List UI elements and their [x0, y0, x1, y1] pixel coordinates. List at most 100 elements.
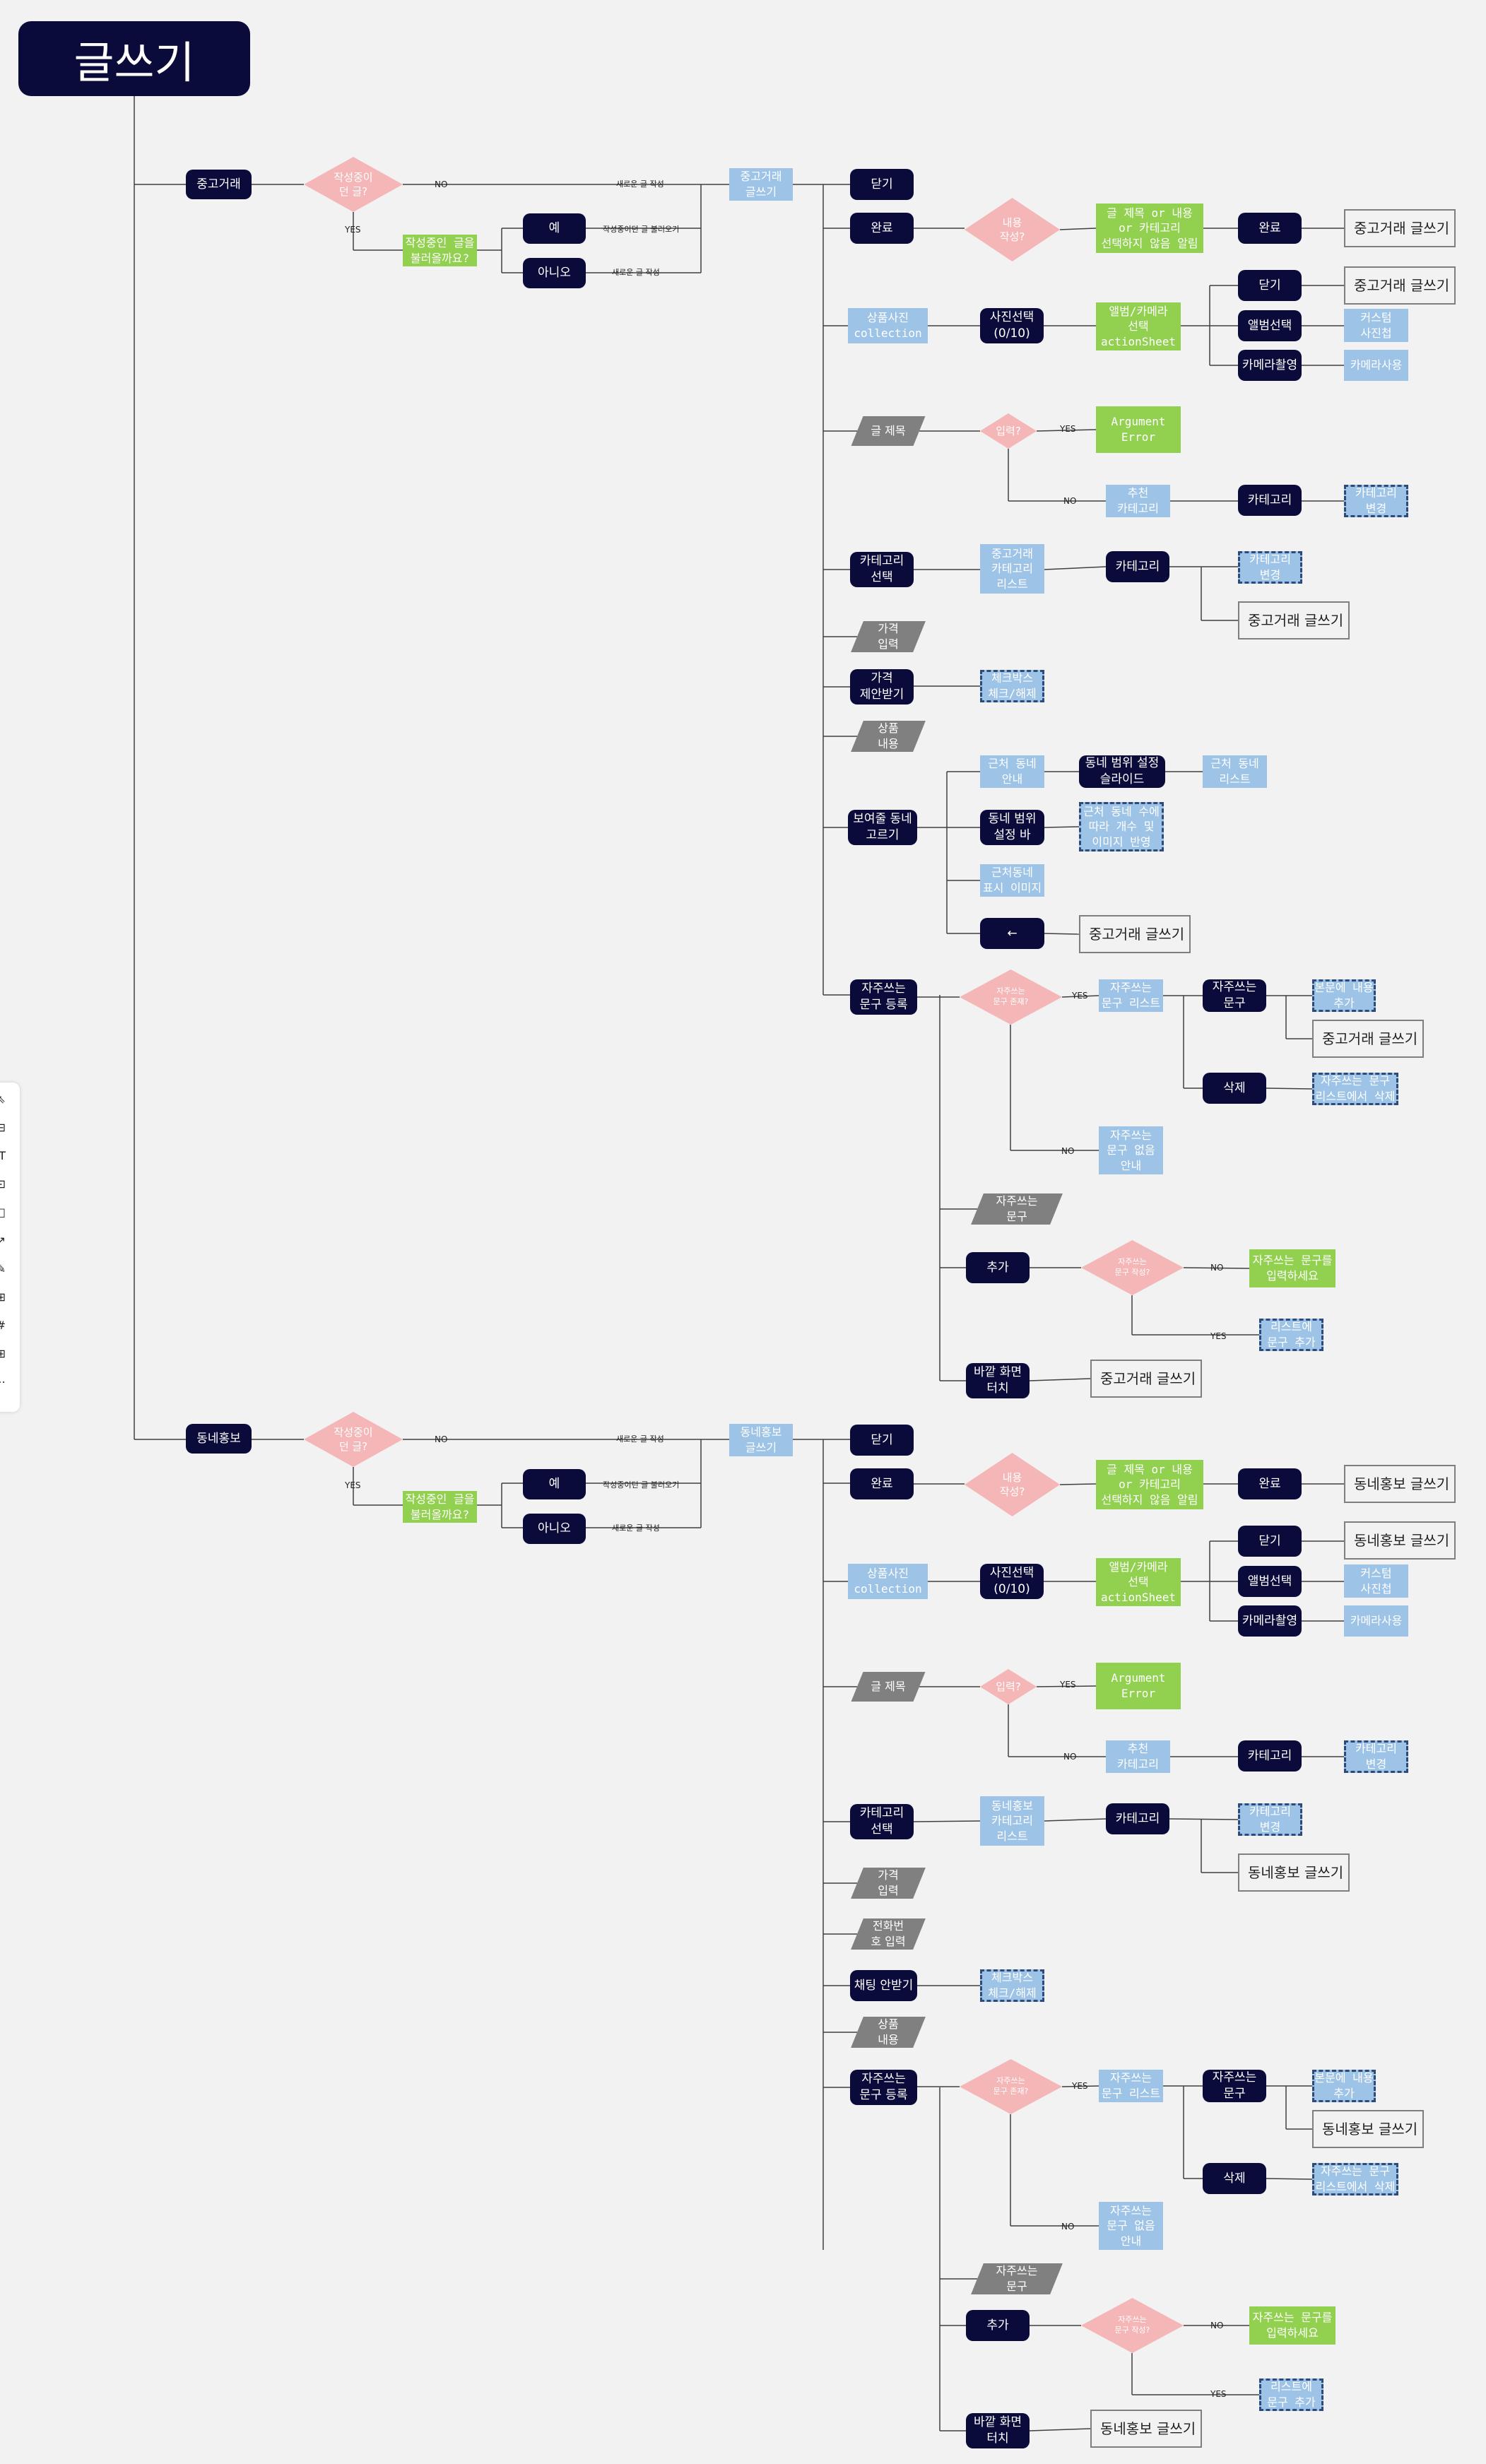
node-label: 추천 카테고리: [1117, 486, 1159, 515]
node-a-chk: 체크박스 체크/해제: [980, 670, 1044, 702]
node-label: 중고거래 글쓰기: [1322, 1030, 1418, 1047]
node-a-root: 중고거래: [186, 170, 252, 199]
node-label: 닫기: [1258, 278, 1281, 293]
edge-label: 새로운 글 작성: [612, 1523, 660, 1533]
node-label: 본문에 내용 추가: [1314, 981, 1374, 1010]
node-label: 카메라촬영: [1242, 358, 1298, 372]
diamond-shape: [1081, 2298, 1184, 2353]
node-label: 앨범선택: [1247, 318, 1292, 333]
node-label: 작성중이 던 글?: [334, 170, 373, 198]
connector-line: [1036, 429, 1097, 432]
node-label: 전화번 호 입력: [871, 1919, 906, 1948]
connector-line: [1061, 995, 1099, 998]
node-a-q4: 자주쓰는 문구 존재?: [960, 969, 1062, 1025]
node-a-q3: 입력?: [980, 413, 1037, 449]
node-b-favitem: 자주쓰는 문구: [1203, 2070, 1266, 2102]
rectangle-icon[interactable]: □: [0, 1206, 6, 1219]
node-a-catchg2: 카테고리 변경: [1238, 551, 1302, 584]
node-a-yes: 예: [523, 213, 586, 244]
edge-label: NO: [1061, 1146, 1075, 1156]
node-label: Argument Error: [1111, 415, 1166, 444]
node-label: 자주쓰는 문구: [1212, 980, 1257, 1010]
node-label: 자주쓰는 문구: [1212, 2070, 1257, 2101]
edge-label: NO: [435, 1434, 448, 1444]
node-a-nofav: 자주쓰는 문구 없음 안내: [1099, 1126, 1163, 1174]
node-label: 글 제목: [871, 1680, 906, 1694]
node-a-rec: 추천 카테고리: [1106, 485, 1170, 517]
connector-line: [1044, 1818, 1107, 1822]
node-label: 카테고리 변경: [1355, 1742, 1397, 1771]
node-b-err: Argument Error: [1096, 1663, 1181, 1709]
node-label: 자주쓰는 문구 존재?: [993, 2076, 1029, 2096]
node-label: 아니오: [538, 1521, 571, 1536]
node-a-end3: 중고거래 글쓰기: [1238, 601, 1350, 639]
node-label: 자주쓰는 문구 존재?: [993, 986, 1029, 1006]
template-icon[interactable]: ⊞: [0, 1347, 6, 1360]
connector-line: [1036, 1685, 1097, 1687]
node-label: 완료: [871, 1476, 893, 1491]
node-label: 동네홍보 글쓰기: [1322, 2120, 1418, 2138]
node-a-end6: 중고거래 글쓰기: [1090, 1360, 1202, 1398]
node-b-camuse: 카메라사용: [1344, 1605, 1408, 1637]
pointer-icon[interactable]: ⇖: [0, 1092, 6, 1106]
node-label: Argument Error: [1111, 1671, 1166, 1700]
connector-line: [1169, 1818, 1239, 1820]
node-label: 동네홍보 글쓰기: [1354, 1475, 1450, 1492]
node-b-outside: 바깥 화면 터치: [966, 2413, 1030, 2448]
node-a-addbody: 본문에 내용 추가: [1312, 979, 1376, 1012]
edge-label: YES: [345, 1480, 361, 1490]
node-a-camuse: 카메라사용: [1344, 350, 1408, 381]
frame-icon[interactable]: ⊟: [0, 1121, 6, 1134]
pen-icon[interactable]: ✎: [0, 1262, 6, 1275]
node-a-addlist: 리스트에 문구 추가: [1259, 1319, 1323, 1351]
node-label: 입력?: [996, 424, 1021, 437]
node-a-q1: 작성중이 던 글?: [304, 157, 403, 212]
node-label: 동네홍보 글쓰기: [1248, 1863, 1344, 1881]
node-label: 닫기: [871, 1432, 893, 1447]
node-b-catchg2: 카테고리 변경: [1238, 1803, 1302, 1836]
node-a-custom: 커스텀 사진첩: [1344, 309, 1408, 342]
node-label: 작성중인 글을 불러올까요?: [405, 1492, 475, 1521]
node-label: 내용 작성?: [999, 216, 1025, 243]
node-label: 동네홍보: [196, 1431, 241, 1446]
node-b-root: 동네홍보: [186, 1424, 252, 1454]
edge-label: YES: [345, 225, 361, 235]
note-icon[interactable]: ⊡: [0, 1177, 6, 1191]
node-b-album: 앨범선택: [1238, 1566, 1302, 1597]
node-a-favlist: 자주쓰는 문구 리스트: [1099, 979, 1163, 1012]
node-label: 입력?: [996, 1680, 1021, 1693]
arrow-icon[interactable]: ↗: [0, 1234, 6, 1247]
edge-label: 작성중이던 글 불러오기: [603, 1480, 680, 1490]
grid-icon[interactable]: #: [0, 1319, 6, 1333]
node-label: 작성중이 던 글?: [334, 1425, 373, 1453]
node-a-done2: 완료: [1238, 213, 1302, 244]
node-label: 자주쓰는 문구 리스트: [1101, 2071, 1161, 2100]
node-label: 앨범선택: [1247, 1574, 1292, 1588]
edge-label: NO: [1061, 2222, 1075, 2232]
node-a-no: 아니오: [523, 258, 586, 288]
text-icon[interactable]: T: [0, 1149, 6, 1162]
node-a-close: 닫기: [850, 169, 914, 200]
comment-icon[interactable]: ⊞: [0, 1290, 6, 1304]
node-label: 추천 카테고리: [1117, 1742, 1159, 1771]
node-a-end2: 중고거래 글쓰기: [1344, 266, 1456, 305]
node-b-q2: 내용 작성?: [965, 1453, 1060, 1516]
node-a-psel: 사진선택 (0/10): [980, 308, 1044, 343]
node-b-yes: 예: [523, 1469, 586, 1499]
node-a-close2: 닫기: [1238, 270, 1302, 301]
node-label: 자주쓰는 문구 작성?: [1114, 1257, 1150, 1277]
edge-label: YES: [1060, 1680, 1076, 1690]
more-icon[interactable]: ⋯: [0, 1375, 6, 1389]
node-a-fav: 자주쓰는 문구 등록: [850, 979, 917, 1015]
node-a-cam: 카메라촬영: [1238, 350, 1302, 381]
node-label: 자주쓰는 문구 작성?: [1114, 2315, 1150, 2335]
node-a-err: Argument Error: [1096, 406, 1181, 453]
node-b-close: 닫기: [850, 1425, 914, 1456]
diamond-shape: [980, 413, 1037, 449]
edge-label: YES: [1072, 991, 1088, 1001]
node-label: 카메라사용: [1350, 358, 1403, 372]
node-label: 체크박스 체크/해제: [988, 1971, 1037, 2000]
node-a-add: 추가: [966, 1252, 1030, 1283]
node-b-favlist: 자주쓰는 문구 리스트: [1099, 2070, 1163, 2102]
connector-line: [1029, 2428, 1091, 2431]
